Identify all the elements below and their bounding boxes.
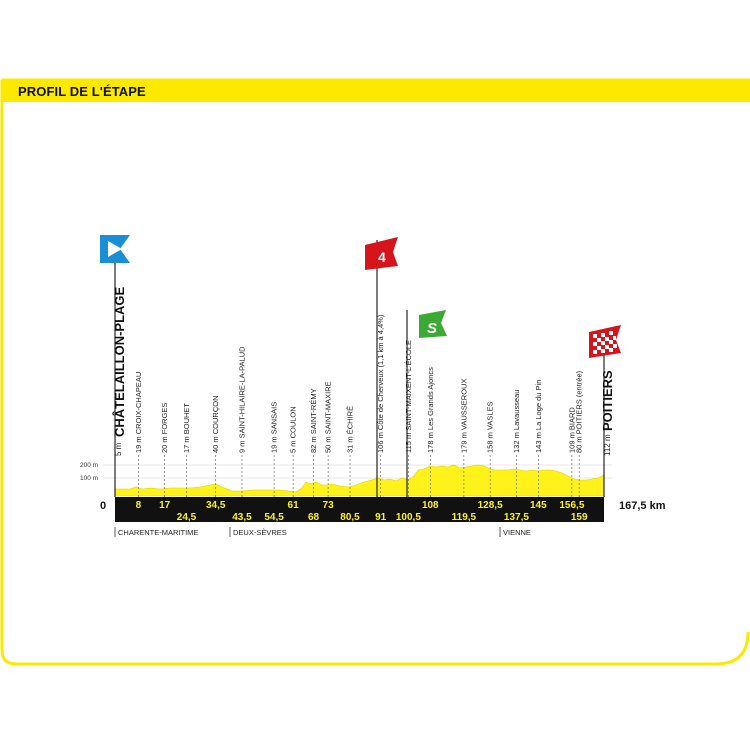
km-marker: 54,5 (264, 512, 284, 523)
place-label: 82 m SAINT-RÉMY (309, 388, 318, 453)
km-band (115, 497, 604, 522)
place-label: 40 m COURÇON (211, 395, 220, 453)
elevation-profile (114, 464, 605, 497)
place-label: 143 m La Loge du Pin (534, 380, 543, 453)
intermediate-sprint-flag-icon (419, 310, 447, 338)
km-marker: 80,5 (340, 512, 360, 523)
km-marker: 145 (530, 500, 547, 511)
y-label-100: 100 m (80, 475, 98, 482)
km-marker: 24,5 (177, 512, 197, 523)
km-marker: 8 (136, 500, 142, 511)
department-label: VIENNE (503, 528, 531, 537)
place-label: 19 m CROIX-CHAPEAU (134, 372, 143, 453)
place-label: 115 m SAINT-MAIXENT-L'ÉCOLE (404, 340, 413, 453)
department-labels: CHARENTE-MARITIME DEUX-SÈVRES VIENNE (114, 527, 531, 537)
km-marker: 91 (375, 512, 387, 523)
km-marker: 137,5 (504, 512, 529, 523)
place-label: 19 m SANSAIS (270, 402, 279, 453)
climb-category-label: 4 (378, 249, 386, 265)
place-label: 179 m VAUSSEROUX (459, 379, 468, 453)
department-label: CHARENTE-MARITIME (118, 528, 198, 537)
place-label: 17 m BOUHET (182, 403, 191, 453)
finish-name: POITIERS (600, 370, 615, 431)
header-bar (2, 80, 750, 102)
km-marker: 100,5 (396, 512, 421, 523)
place-label: 50 m SAINT-MAXIRE (324, 381, 333, 453)
place-label: 5 m COULON (289, 406, 298, 453)
km-marker: 17 (159, 500, 171, 511)
place-label: 132 m Lavausseau (512, 390, 521, 453)
km-marker: 34,5 (206, 500, 226, 511)
finish-km: 167,5 km (619, 500, 666, 512)
km-marker: 73 (323, 500, 335, 511)
finish-elevation: 112 m (603, 434, 612, 456)
page-title: PROFIL DE L'ÉTAPE (18, 84, 146, 99)
place-label: 109 m BIARD (567, 407, 576, 453)
place-label: 80 m POITIERS (entrée) (575, 370, 584, 453)
start-name: CHÂTELAILLON-PLAGE (112, 286, 127, 437)
km-marker: 68 (308, 512, 320, 523)
climb-category-flag-icon (365, 237, 398, 270)
km-marker: 119,5 (452, 512, 477, 523)
km-marker: 43,5 (232, 512, 252, 523)
place-label: 31 m ÉCHIRÉ (346, 406, 355, 453)
km-marker: 156,5 (559, 500, 584, 511)
start-flag-arrow-icon (108, 241, 122, 257)
km-marker: 159 (571, 512, 588, 523)
checkered-finish-flag-icon (589, 325, 621, 358)
place-labels: 19 m CROIX-CHAPEAU 20 m FORGES 17 m BOUHET… (134, 314, 584, 497)
department-label: DEUX-SÈVRES (233, 528, 287, 537)
place-label: 178 m Les Grands Ajoncs (426, 367, 435, 453)
place-label: 158 m VASLES (486, 401, 495, 453)
start-elevation: 5 m (114, 442, 123, 456)
y-label-200: 200 m (80, 462, 98, 469)
km-marker: 61 (288, 500, 300, 511)
sprint-letter: S (427, 320, 437, 337)
start-km: 0 (100, 500, 106, 512)
km-marker: 128,5 (478, 500, 503, 511)
place-label: 9 m SAINT-HILAIRE-LA-PALUD (237, 346, 246, 453)
place-label: 20 m FORGES (160, 403, 169, 453)
km-marker: 108 (422, 500, 439, 511)
place-label: 106 m Côte de Cherveux (1,1 km à 4,4%) (376, 314, 385, 453)
